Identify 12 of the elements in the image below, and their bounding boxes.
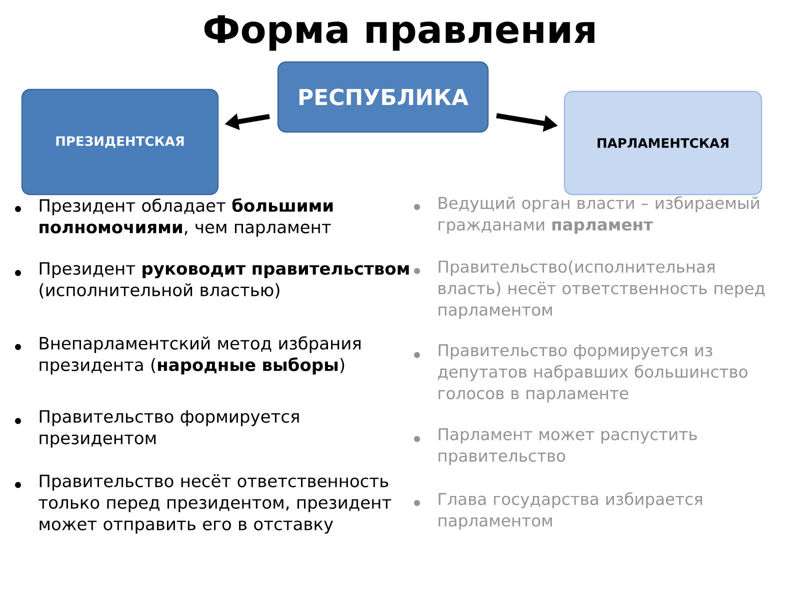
bullet-item: Правительство формируется из депутатов набравших большинство голосов в парламенте bbox=[438, 344, 748, 402]
bullet-item: Правительство формируется президентом bbox=[40, 410, 299, 448]
bullet-item: Правительство несёт ответственность только перед президентом, президент может отправить его в отставку bbox=[38, 474, 392, 534]
bullet-item: Парламент может распустить правительство bbox=[438, 428, 697, 465]
bullet-item: Правительство(исполнительная власть) несёт ответственность перед парламентом bbox=[438, 260, 765, 319]
category-box: РЕСПУБЛИКА bbox=[277, 61, 489, 133]
bullet-item: Президент руководит правительством (исполнительной властью) bbox=[40, 262, 409, 298]
bullet-item: Внепарламентский метод избрания президента (народные выборы) bbox=[40, 336, 360, 374]
bullet-item: Глава государства избирается парламентом bbox=[438, 492, 702, 530]
category-box: ПРЕЗИДЕНТСКАЯ bbox=[21, 88, 219, 196]
category-box: ПАРЛАМЕНТСКАЯ bbox=[564, 90, 762, 196]
title: Форма правления bbox=[204, 15, 594, 51]
